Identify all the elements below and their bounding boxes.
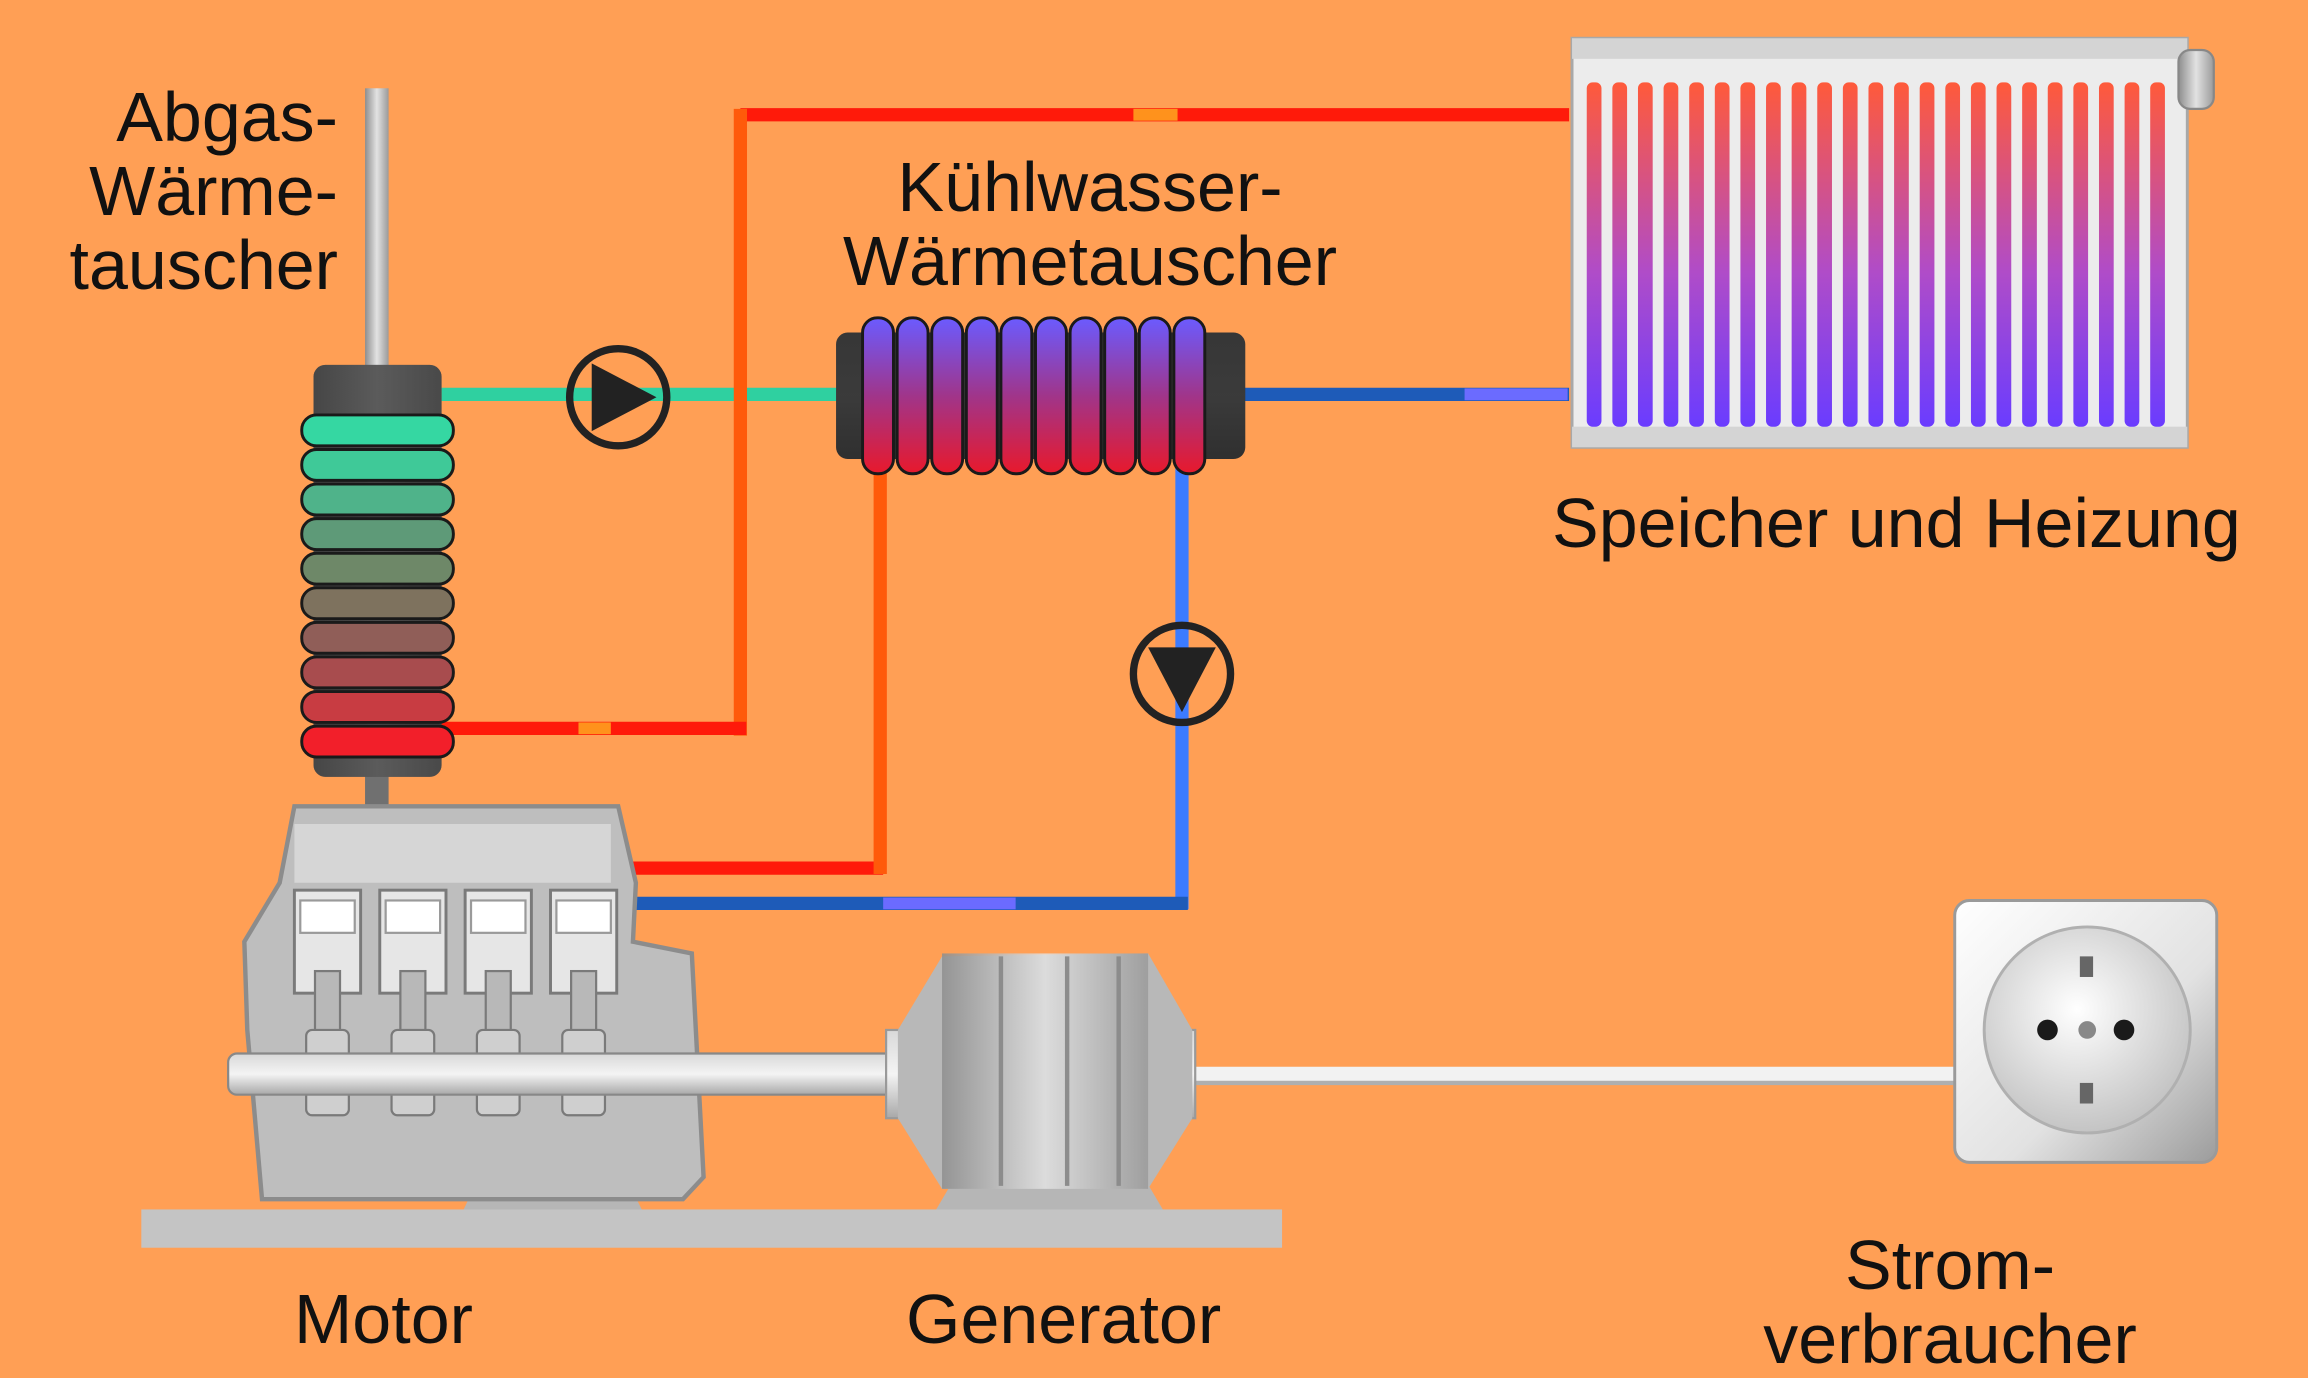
radiator-fin [1970, 82, 1986, 427]
radiator-fin [1945, 82, 1961, 427]
radiator-fin [1919, 82, 1935, 427]
exhaust-hx-coil [300, 724, 455, 759]
radiator [1570, 36, 2215, 449]
radiator-fin [1766, 82, 1781, 427]
hot-supply-glow [1133, 108, 1178, 121]
label-line: tauscher [69, 226, 338, 304]
label-kuehlwasser-waermetauscher: Kühlwasser- Wärmetauscher [790, 150, 1390, 298]
crankshaft [227, 1052, 907, 1096]
radiator-fin [1714, 82, 1730, 427]
radiator-fin [2022, 82, 2037, 427]
pump-horizontal-icon [565, 345, 671, 450]
coolant-hx-coil [930, 316, 965, 476]
exhaust-hx-coil [300, 517, 455, 552]
piston [549, 888, 619, 1117]
hot-exhaust-glow [578, 722, 611, 735]
exhaust-hx-coil [300, 690, 455, 724]
label-line: Wärmetauscher [842, 222, 1338, 300]
exhaust-heat-exchanger [300, 88, 455, 810]
exhaust-hx-coil [300, 586, 455, 621]
label-motor: Motor [294, 1280, 473, 1358]
radiator-fin [2124, 82, 2140, 427]
power-socket [1953, 898, 2219, 1164]
label-line: Strom- [1845, 1226, 2055, 1304]
label-generator: Generator [906, 1280, 1222, 1358]
exhaust-hx-coil [300, 448, 455, 482]
coolant-hx-coil [1137, 316, 1172, 476]
coolant-hx-coil [1034, 316, 1068, 476]
thermostat-valve-icon [2177, 48, 2215, 110]
coolant-hx-coil [1103, 316, 1138, 476]
radiator-fin [1842, 82, 1858, 427]
radiator-fin [1791, 82, 1807, 427]
exhaust-hx-coil [300, 482, 455, 517]
radiator-fin [1586, 82, 1602, 427]
pump-vertical-icon [1129, 621, 1235, 727]
engine-block [141, 804, 1283, 1248]
label-line: verbraucher [1763, 1300, 2137, 1378]
piston [463, 888, 533, 1117]
exhaust-hx-coil [300, 413, 455, 448]
exhaust-stack [365, 88, 389, 383]
radiator-fin [2047, 82, 2063, 427]
radiator-fin [2098, 82, 2114, 427]
radiator-fin [1637, 82, 1653, 427]
label-speicher-und-heizung: Speicher und Heizung [1552, 484, 2241, 562]
radiator-fin [2150, 82, 2165, 427]
coolant-hx-coil [1172, 316, 1207, 476]
radiator-fin [1996, 82, 2012, 427]
radiator-fin [1740, 82, 1756, 427]
radiator-fin [1817, 82, 1832, 427]
radiator-fin [1663, 82, 1679, 427]
coolant-hx-coil [964, 316, 999, 476]
label-line: Abgas- [116, 78, 338, 156]
radiator-fin [1894, 82, 1909, 427]
coolant-hx-coil [999, 316, 1034, 476]
engine-cold-glow [883, 897, 1016, 910]
exhaust-hx-coil [300, 620, 455, 655]
exhaust-hx-coil [300, 551, 455, 586]
coolant-hx-coil [861, 316, 895, 476]
label-stromverbraucher: Strom- verbraucher [1700, 1228, 2200, 1376]
coolant-hx-coil [895, 316, 930, 476]
label-line: Kühlwasser- [897, 148, 1283, 226]
exhaust-hx-coil [300, 655, 455, 690]
label-abgas-waermetauscher: Abgas- Wärme- tauscher [28, 80, 338, 302]
coolant-hx-coil [1068, 316, 1103, 476]
label-line: Wärme- [89, 152, 338, 230]
radiator-fin [1612, 82, 1628, 427]
generator [885, 953, 1197, 1189]
radiator-fin [2073, 82, 2089, 427]
radiator-fin [1689, 82, 1704, 427]
cold-return-glow [1464, 388, 1568, 401]
coolant-heat-exchanger [836, 316, 1246, 476]
radiator-fin [1868, 82, 1884, 427]
